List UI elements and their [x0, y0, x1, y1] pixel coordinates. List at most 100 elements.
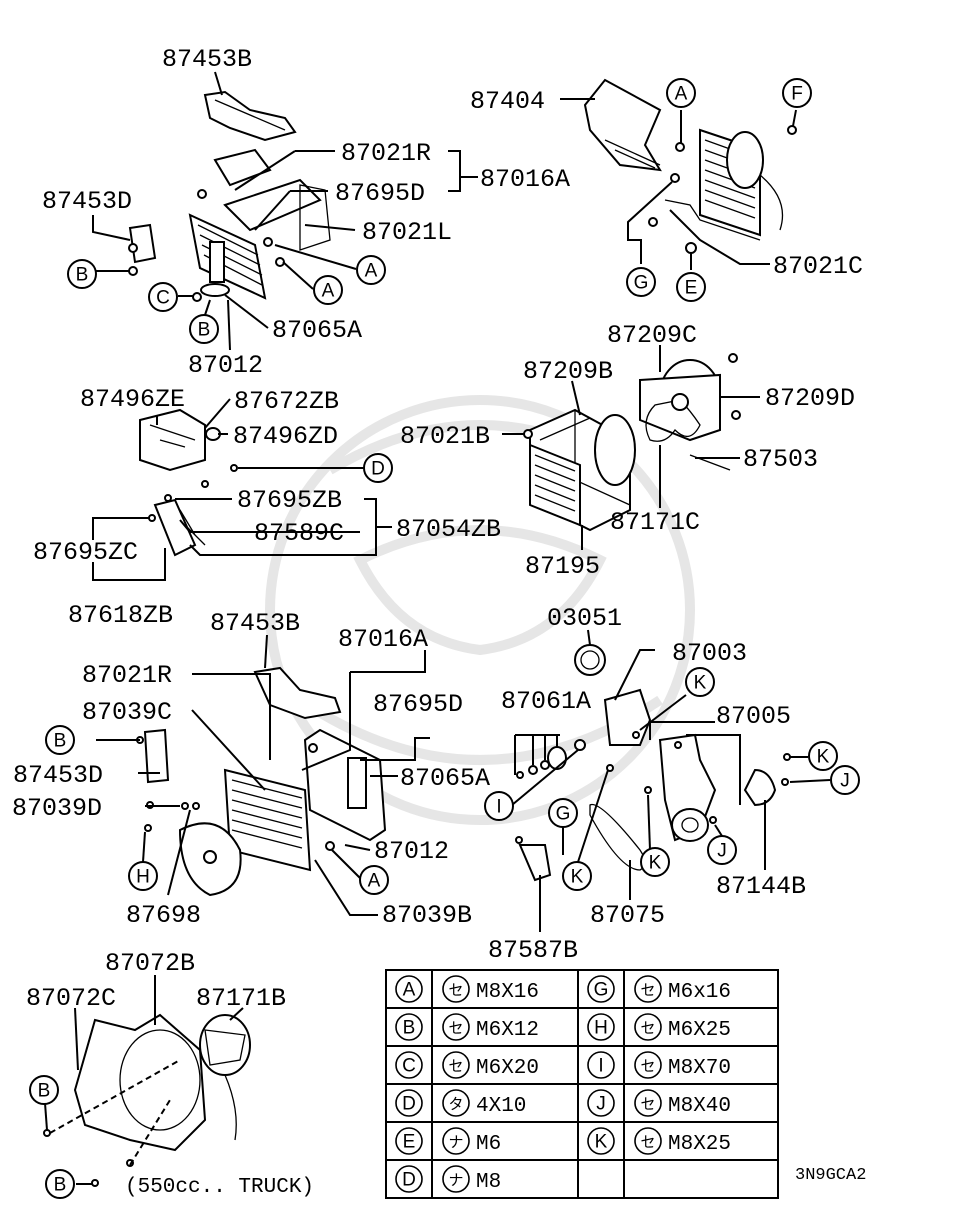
- callout-A: A: [666, 78, 696, 108]
- insulator-part: [139, 408, 206, 472]
- table-row: E ナ M6: [395, 1127, 501, 1156]
- svg-text:B: B: [54, 1175, 67, 1196]
- svg-text:M6X20: M6X20: [476, 1057, 539, 1080]
- svg-text:セ: セ: [448, 1019, 463, 1037]
- part-label-87144B: 87144B: [716, 872, 806, 901]
- part-label-87695D: 87695D: [335, 179, 425, 208]
- part-label-87003: 87003: [672, 639, 747, 668]
- svg-text:B: B: [54, 731, 67, 752]
- part-label-87021C: 87021C: [773, 252, 863, 281]
- svg-text:G: G: [594, 980, 609, 1001]
- svg-text:M6x16: M6x16: [668, 981, 731, 1004]
- callout-G: G: [626, 267, 656, 297]
- svg-text:D: D: [402, 1094, 416, 1115]
- compressor-assembly-lower-right: [515, 644, 791, 882]
- svg-text:K: K: [571, 867, 584, 888]
- diagram-reference-code: 3N9GCA2: [795, 1166, 866, 1185]
- svg-text:F: F: [791, 84, 803, 105]
- callout-B: B: [67, 259, 97, 289]
- svg-text:B: B: [403, 1018, 416, 1039]
- part-label-87005: 87005: [716, 702, 791, 731]
- svg-text:A: A: [368, 871, 381, 892]
- table-row: G セ M6x16: [587, 975, 731, 1004]
- part-label-87589C: 87589C: [254, 519, 344, 548]
- part-label-87039D: 87039D: [12, 794, 102, 823]
- svg-text:セ: セ: [448, 1057, 463, 1075]
- part-label-87021R-mid: 87021R: [82, 661, 172, 690]
- callout-B: B: [189, 314, 219, 344]
- callout-B: B: [45, 725, 75, 755]
- part-label-87453D-mid: 87453D: [13, 761, 103, 790]
- svg-text:H: H: [594, 1018, 608, 1039]
- part-label-87054ZB: 87054ZB: [396, 515, 501, 544]
- table-row: D タ 4X10: [395, 1089, 526, 1118]
- part-label-87698: 87698: [126, 901, 201, 930]
- part-label-87012: 87012: [188, 351, 263, 380]
- svg-text:B: B: [38, 1081, 51, 1102]
- svg-text:K: K: [817, 747, 830, 768]
- part-label-87075: 87075: [590, 901, 665, 930]
- shroud-cover-part: [203, 90, 297, 142]
- svg-text:A: A: [365, 261, 378, 282]
- part-label-87209C: 87209C: [607, 321, 697, 350]
- svg-text:C: C: [402, 1056, 416, 1077]
- idler-pulley-part: [547, 746, 567, 770]
- fan-assembly-middle-right: [523, 353, 741, 532]
- part-label-87065A-mid: 87065A: [400, 764, 490, 793]
- svg-text:B: B: [76, 265, 89, 286]
- callout-A: A: [356, 255, 386, 285]
- svg-text:セ: セ: [640, 1133, 655, 1151]
- leaders-middle-left: [92, 398, 392, 581]
- svg-text:G: G: [556, 804, 571, 825]
- leaders-top-left: [92, 71, 478, 351]
- part-label-87171C: 87171C: [610, 508, 700, 537]
- part-label-87016A: 87016A: [480, 165, 570, 194]
- part-label-87012-mid: 87012: [374, 837, 449, 866]
- callout-J: J: [707, 835, 737, 865]
- part-label-87021R: 87021R: [341, 139, 431, 168]
- svg-text:G: G: [634, 273, 649, 294]
- part-label-87195: 87195: [525, 552, 600, 581]
- clutch-cover-part: [743, 768, 777, 807]
- leaders-lower-left: [96, 634, 430, 916]
- hose-part: [153, 498, 197, 557]
- svg-text:I: I: [496, 797, 501, 818]
- part-label-87453D: 87453D: [42, 187, 132, 216]
- svg-text:M6X25: M6X25: [668, 1019, 731, 1042]
- part-label-87209D: 87209D: [765, 384, 855, 413]
- svg-text:C: C: [156, 288, 170, 309]
- svg-text:K: K: [595, 1132, 608, 1153]
- part-label-87453B-mid: 87453B: [210, 609, 300, 638]
- part-label-87039B: 87039B: [382, 901, 472, 930]
- receiver-drier-part: [209, 241, 225, 283]
- svg-text:セ: セ: [640, 1057, 655, 1075]
- svg-text:K: K: [694, 673, 707, 694]
- callout-K: K: [640, 847, 670, 877]
- svg-text:セ: セ: [448, 981, 463, 999]
- svg-text:A: A: [675, 84, 688, 105]
- svg-text:E: E: [403, 1132, 416, 1153]
- part-label-87209B: 87209B: [523, 357, 613, 386]
- bracket-part: [143, 728, 170, 784]
- fastener-table: A セ M8X16 B セ M6X12 C セ M6X20 D タ 4X10: [385, 969, 779, 1199]
- belt-part: [589, 803, 646, 871]
- svg-text:D: D: [371, 459, 385, 480]
- heat-exchanger-part: [529, 443, 581, 527]
- leaders-lower-right: [511, 629, 831, 932]
- callout-A: A: [313, 275, 343, 305]
- leaders-top-right: [560, 98, 797, 270]
- callout-E: E: [676, 272, 706, 302]
- table-row: H セ M6X25: [587, 1013, 731, 1042]
- part-label-87672ZB: 87672ZB: [234, 387, 339, 416]
- svg-text:M6: M6: [476, 1133, 501, 1156]
- svg-text:セ: セ: [640, 981, 655, 999]
- part-label-87404: 87404: [470, 87, 545, 116]
- callout-B: B: [45, 1169, 75, 1199]
- callout-J: J: [830, 765, 860, 795]
- leaders-middle-right: [502, 345, 760, 550]
- part-label-87695ZB: 87695ZB: [237, 486, 342, 515]
- part-label-87695D-mid: 87695D: [373, 690, 463, 719]
- callout-K: K: [685, 667, 715, 697]
- table-row: C セ M6X20: [395, 1051, 539, 1080]
